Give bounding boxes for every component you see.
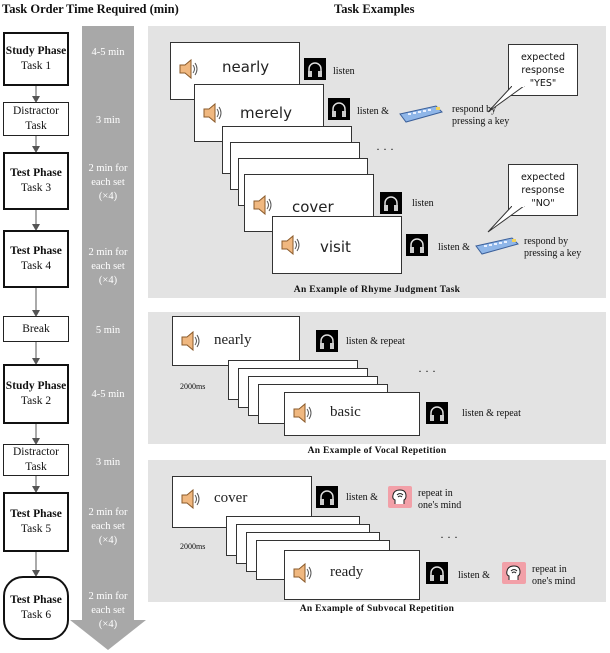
ellipsis: · · · <box>376 142 394 156</box>
bubble-tail <box>487 86 525 113</box>
stimulus-word: cover <box>214 490 248 506</box>
headphones-icon <box>406 234 428 256</box>
phase-label: Test Phase <box>10 594 62 606</box>
time-label: 5 min <box>95 325 121 336</box>
stimulus-card <box>272 216 402 274</box>
speaker-icon <box>281 234 300 256</box>
task-label: Task 2 <box>20 395 52 407</box>
task-test-phase-3: Test Phase Task 3 <box>3 152 69 210</box>
stimulus-word: nearly <box>222 58 270 76</box>
stimulus-word: nearly <box>214 332 252 348</box>
bubble-tail <box>487 206 525 233</box>
task-break: Break <box>3 316 69 342</box>
stimulus-word: ready <box>330 564 364 580</box>
time-arrow-bar <box>70 26 146 650</box>
speaker-icon <box>203 102 222 124</box>
task-label: Task 3 <box>20 182 52 194</box>
listen-and-label: listen & <box>438 242 470 253</box>
stimulus-word: visit <box>320 238 351 256</box>
listen-repeat-label: listen & repeat <box>346 336 405 347</box>
stimulus-word: merely <box>240 104 292 122</box>
speaker-icon <box>181 330 200 352</box>
phase-label: Study Phase <box>5 45 67 57</box>
time-label: 3 min <box>95 115 121 126</box>
phase-label: Test Phase <box>10 245 62 257</box>
subvocal-panel-title: An Example of Subvocal Repetition <box>299 604 455 614</box>
task-label: Task 1 <box>20 60 52 72</box>
listen-and-label: listen & <box>346 492 378 503</box>
phase-label: Test Phase <box>10 167 62 179</box>
headphones-icon <box>426 402 448 424</box>
task-test-phase-5: Test Phase Task 5 <box>3 492 69 552</box>
stimulus-word: basic <box>330 404 361 420</box>
ellipsis: · · · <box>418 364 436 378</box>
mind-icon <box>388 486 412 508</box>
listen-and-label: listen & <box>458 570 490 581</box>
interval-label: 2000ms <box>180 542 206 551</box>
headphones-icon <box>304 58 326 80</box>
listen-and-label: listen & <box>357 106 389 117</box>
task-label: Distractor Task <box>13 446 59 473</box>
headphones-icon <box>380 192 402 214</box>
rhyme-panel-title: An Example of Rhyme Judgment Task <box>293 285 461 295</box>
speaker-icon <box>179 58 198 80</box>
headphones-icon <box>328 98 350 120</box>
stimulus-word: cover <box>292 198 334 216</box>
listen-label: listen <box>412 198 434 209</box>
time-required-header: Time Required (min) <box>66 2 179 16</box>
task-test-phase-4: Test Phase Task 4 <box>3 230 69 288</box>
listen-label: listen <box>333 66 355 77</box>
headphones-icon <box>316 486 338 508</box>
task-label: Task 6 <box>20 609 52 621</box>
speaker-icon <box>253 194 272 216</box>
task-study-phase-2: Study Phase Task 2 <box>3 364 69 424</box>
task-label: Task 4 <box>20 260 52 272</box>
task-study-phase-1: Study Phase Task 1 <box>3 32 69 86</box>
speaker-icon <box>293 402 312 424</box>
task-label: Distractor Task <box>13 105 59 132</box>
task-label: Task 5 <box>20 523 52 535</box>
stimulus-card <box>284 550 420 600</box>
keyboard-icon <box>399 105 443 123</box>
task-examples-header: Task Examples <box>334 2 415 16</box>
task-test-phase-6: Test Phase Task 6 <box>3 576 69 640</box>
speaker-icon <box>181 488 200 510</box>
headphones-icon <box>426 562 448 584</box>
mind-icon <box>502 562 526 584</box>
stimulus-card <box>284 392 420 436</box>
task-distractor-2: Distractor Task <box>3 444 69 476</box>
vocal-panel-title: An Example of Vocal Repetition <box>307 446 447 456</box>
phase-label: Test Phase <box>10 508 62 520</box>
time-label: 4-5 min <box>91 389 125 400</box>
time-label: 4-5 min <box>91 47 125 58</box>
keyboard-icon <box>475 237 519 255</box>
task-distractor-1: Distractor Task <box>3 102 69 136</box>
interval-label: 2000ms <box>180 382 206 391</box>
task-label: Break <box>22 322 50 335</box>
ellipsis: · · · <box>440 530 458 544</box>
time-label: 3 min <box>95 457 121 468</box>
task-order-header: Task Order <box>2 2 64 16</box>
listen-repeat-label: listen & repeat <box>462 408 521 419</box>
headphones-icon <box>316 330 338 352</box>
speaker-icon <box>293 562 312 584</box>
phase-label: Study Phase <box>5 380 67 392</box>
